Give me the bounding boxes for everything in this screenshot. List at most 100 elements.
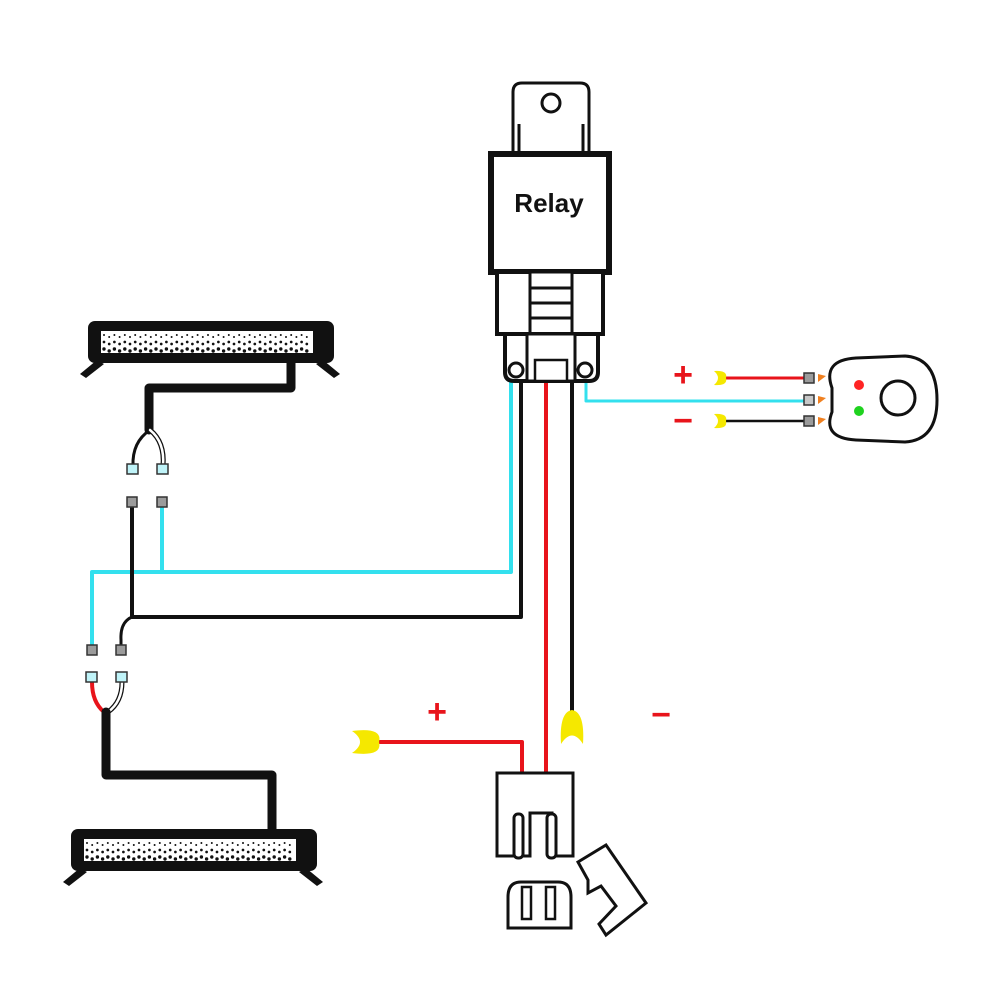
bottom-light-bar-led-dot — [189, 855, 193, 859]
bottom-light-bar-led-dot — [210, 855, 214, 859]
top-light-bar-led-dot — [217, 334, 220, 336]
bottom-light-bar-led-dot — [204, 857, 209, 861]
top-bar-connector-left — [126, 463, 139, 475]
battery-negative-ring-connector — [560, 710, 584, 744]
top-light-bar-led-dot — [253, 336, 256, 338]
bottom-light-bar-led-dot — [91, 844, 94, 846]
bottom-light-bar-led-dot — [127, 842, 130, 844]
top-light-bar-led-dot — [191, 336, 194, 338]
top-light-bar-led-dot — [258, 340, 262, 344]
top-light-bar-led-dot — [263, 349, 267, 353]
top-light-bar-led-dot — [170, 342, 173, 346]
top-bar-thick-cable — [144, 357, 296, 435]
top-light-bar-led-dot — [196, 334, 199, 336]
bottom-light-bar-led-dot — [268, 844, 270, 846]
top-light-bar-led-dot — [248, 334, 251, 336]
bottom-light-bar-led-dot — [252, 848, 255, 852]
bottom-light-bar-led-dot — [153, 850, 156, 854]
top-light-bar-led-dot — [232, 349, 236, 353]
bottom-light-bar-led-dot — [111, 850, 115, 854]
bottom-light-bar-led-dot — [246, 857, 250, 861]
bottom-light-bar-led-dot — [142, 850, 146, 854]
top-light-bar-led-dot — [206, 340, 210, 344]
fuse-holder-slot-right — [545, 812, 558, 860]
bottom-light-bar-led-dot — [137, 848, 141, 852]
relay-mounting-hole — [540, 92, 562, 114]
switch-positive-label: + — [673, 356, 693, 394]
bottom-light-bar-led-dot — [288, 857, 292, 861]
relay: Relay — [488, 81, 612, 383]
bottom-light-bar-led-dot — [257, 850, 260, 854]
top-bar-pigtail-white-core — [148, 428, 165, 468]
bottom-light-bar-led-dot — [273, 842, 276, 844]
bottom-light-bar-led-dot — [283, 842, 286, 844]
red-wire-battery-positive — [376, 740, 524, 775]
fuse-blade-right — [544, 885, 557, 921]
top-light-bar-led-dot — [212, 336, 215, 338]
top-light-bar-led-dot — [216, 347, 221, 351]
bottom-light-bar-led-dot — [215, 857, 219, 861]
top-light-bar-led-dot — [149, 342, 153, 346]
top-light-bar-led-dot — [201, 349, 205, 353]
bottom-light-bar-led-dot — [179, 842, 182, 844]
bottom-light-bar-led-dot — [106, 855, 110, 859]
bottom-light-bar-led-dot — [272, 848, 276, 852]
bottom-light-bar-led-dot — [215, 850, 219, 854]
bottom-bar-pigtail-red — [90, 680, 106, 714]
top-light-bar-bracket-left — [80, 360, 104, 378]
top-light-bar-led-dot — [139, 336, 142, 338]
top-light-bar-led-dot — [149, 349, 153, 353]
top-light-bar-led-dot — [133, 347, 137, 351]
switch: + − — [673, 354, 939, 444]
cyan-wire-relay-to-switch — [584, 379, 807, 403]
bottom-light-bar-led-dot — [283, 848, 286, 852]
bottom-light-bar — [63, 644, 323, 886]
bottom-light-bar-led-dot — [221, 842, 224, 844]
bottom-light-bar-led-dot — [267, 850, 271, 854]
fuse-blade-left — [520, 885, 533, 921]
bottom-bar-connector-right — [115, 671, 128, 683]
bottom-light-bar-led-dot — [148, 842, 151, 844]
top-light-bar-led-dot — [195, 347, 200, 351]
top-light-bar-led-dot — [154, 347, 158, 351]
bottom-bar-pigtail-white-core — [106, 680, 124, 714]
top-light-bar-led-dot — [138, 349, 143, 353]
top-light-bar-led-dot — [190, 349, 195, 353]
bottom-light-bar-led-dot — [278, 850, 281, 854]
bottom-light-bar-led-dot — [116, 848, 120, 852]
top-light-bar-led-dot — [274, 342, 277, 346]
bottom-light-bar-led-dot — [163, 850, 167, 854]
top-light-bar-led-dot — [102, 340, 106, 344]
top-light-bar-led-dot — [269, 340, 272, 344]
top-light-bar-led-dot — [253, 342, 257, 346]
bottom-light-bar-led-dot — [262, 848, 266, 852]
top-light-bar-led-dot — [165, 334, 168, 336]
bottom-light-bar-led-dot — [112, 844, 114, 846]
top-light-bar-led-dot — [159, 342, 163, 346]
bottom-light-bar-led-dot — [210, 842, 213, 844]
bottom-light-bar-led-dot — [169, 842, 172, 844]
battery-positive-label: + — [427, 693, 447, 731]
top-light-bar-led-dot — [164, 347, 169, 351]
top-light-bar-led-dot — [206, 347, 210, 351]
fuse-holder-body — [495, 771, 575, 858]
top-light-bar-led-dot — [284, 342, 288, 346]
bottom-light-bar-led-dot — [122, 850, 125, 854]
bottom-light-bar-led-dot — [226, 850, 229, 854]
top-bar-connector-right — [156, 463, 169, 475]
bottom-light-bar-led-dot — [241, 848, 245, 852]
top-light-bar-led-dot — [217, 340, 220, 344]
top-light-bar-led-dot — [113, 334, 116, 336]
bottom-light-bar-led-dot — [121, 857, 126, 861]
top-light-bar-led-dot — [290, 334, 293, 336]
top-light-bar-led-dot — [144, 334, 147, 336]
top-light-bar-led-dot — [170, 336, 173, 338]
top-light-bar-led-dot — [118, 342, 121, 346]
bottom-light-bar-led-dot — [272, 855, 276, 859]
switch-red-led — [854, 380, 864, 390]
bottom-light-bar-led-dot — [205, 844, 208, 846]
top-light-bar-led-dot — [300, 334, 303, 336]
top-light-bar-led-dot — [238, 334, 241, 336]
bottom-light-bar-led-dot — [282, 855, 287, 859]
